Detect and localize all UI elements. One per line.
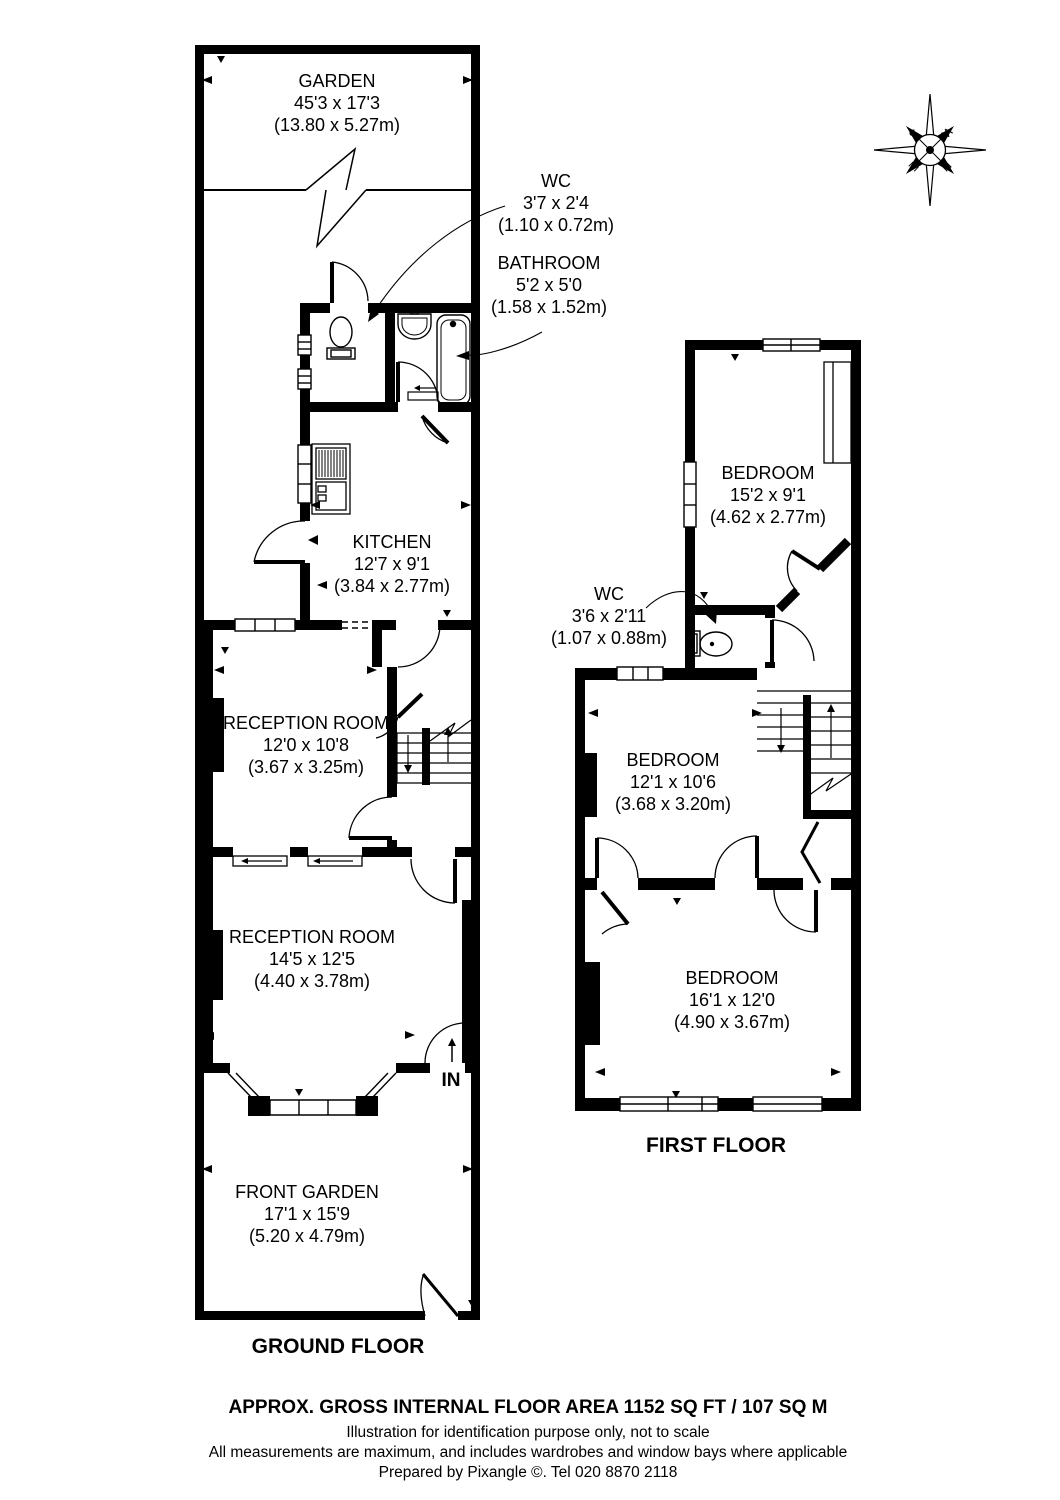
svg-text:BEDROOM: BEDROOM	[685, 968, 778, 988]
first-floor-plan: BEDROOM 15'2 x 9'1 (4.62 x 2.77m) WC 3'6…	[551, 338, 861, 1157]
first-floor-windows	[616, 338, 823, 1112]
bedroom2-label: BEDROOM 12'1 x 10'6 (3.68 x 3.20m)	[615, 750, 731, 814]
footer-area-line: APPROX. GROSS INTERNAL FLOOR AREA 1152 S…	[229, 1397, 828, 1418]
svg-text:14'5 x 12'5: 14'5 x 12'5	[269, 949, 355, 969]
sink-icon	[397, 308, 432, 340]
garden-fence	[204, 147, 471, 249]
bedroom1-label: BEDROOM 15'2 x 9'1 (4.62 x 2.77m)	[710, 463, 826, 527]
first-floor-walls	[575, 340, 861, 1111]
svg-text:(1.07 x 0.88m): (1.07 x 0.88m)	[551, 628, 667, 648]
annotation-leaders-ground	[368, 205, 543, 360]
footer: APPROX. GROSS INTERNAL FLOOR AREA 1152 S…	[209, 1397, 847, 1481]
dashed-opening	[342, 621, 372, 629]
svg-text:BEDROOM: BEDROOM	[721, 463, 814, 483]
sink-unit-icon	[315, 481, 347, 511]
annotation-leader-first	[645, 591, 717, 624]
svg-text:3'7 x 2'4: 3'7 x 2'4	[523, 193, 589, 213]
stairs-break-icon	[429, 719, 472, 742]
svg-text:RECEPTION ROOM: RECEPTION ROOM	[229, 927, 395, 947]
svg-text:17'1 x 15'9: 17'1 x 15'9	[264, 1204, 350, 1224]
reception1-label: RECEPTION ROOM 12'0 x 10'8 (3.67 x 3.25m…	[223, 713, 389, 777]
svg-text:(3.84 x 2.77m): (3.84 x 2.77m)	[334, 576, 450, 596]
footer-prepared-by: Prepared by Pixangle ©. Tel 020 8870 211…	[379, 1464, 678, 1481]
entrance-arrow-icon	[448, 1038, 456, 1062]
first-floor-doors	[595, 619, 822, 935]
ground-floor-title: GROUND FLOOR	[252, 1335, 425, 1358]
toilet-icon-first	[685, 630, 733, 657]
ground-stairs	[396, 719, 472, 784]
svg-text:(4.62 x 2.77m): (4.62 x 2.77m)	[710, 507, 826, 527]
wardrobe-icon	[823, 361, 852, 464]
svg-text:(3.67 x 3.25m): (3.67 x 3.25m)	[248, 757, 364, 777]
footer-disclaimer1: Illustration for identification purpose …	[346, 1424, 709, 1441]
svg-text:45'3 x 17'3: 45'3 x 17'3	[294, 93, 380, 113]
folding-door	[800, 821, 822, 884]
ground-floor-plan: GARDEN 45'3 x 17'3 (13.80 x 5.27m) WC 3'…	[195, 45, 614, 1358]
bathroom-annotation: BATHROOM 5'2 x 5'0 (1.58 x 1.52m)	[491, 253, 607, 317]
front-garden-label: FRONT GARDEN 17'1 x 15'9 (5.20 x 4.79m)	[235, 1182, 379, 1246]
bedroom3-label: BEDROOM 16'1 x 12'0 (4.90 x 3.67m)	[674, 968, 790, 1032]
svg-text:(1.58 x 1.52m): (1.58 x 1.52m)	[491, 297, 607, 317]
svg-text:WC: WC	[594, 584, 624, 604]
svg-text:BEDROOM: BEDROOM	[626, 750, 719, 770]
reception-divider-panels	[232, 855, 363, 867]
garden-label: GARDEN 45'3 x 17'3 (13.80 x 5.27m)	[274, 71, 400, 135]
bedroom1-angled-door	[775, 537, 852, 613]
kitchen-label: KITCHEN 12'7 x 9'1 (3.84 x 2.77m)	[334, 532, 450, 596]
first-wc-annotation: WC 3'6 x 2'11 (1.07 x 0.88m)	[551, 584, 667, 648]
svg-text:(13.80 x 5.27m): (13.80 x 5.27m)	[274, 115, 400, 135]
compass-rose: N E S W	[873, 93, 987, 207]
fence-break-icon	[305, 147, 367, 249]
svg-text:RECEPTION ROOM: RECEPTION ROOM	[223, 713, 389, 733]
svg-text:12'0 x 10'8: 12'0 x 10'8	[263, 735, 349, 755]
svg-text:5'2 x 5'0: 5'2 x 5'0	[516, 275, 582, 295]
svg-text:GARDEN: GARDEN	[298, 71, 375, 91]
svg-text:(1.10 x 0.72m): (1.10 x 0.72m)	[498, 215, 614, 235]
bathtub-icon	[436, 314, 471, 406]
svg-text:(5.20 x 4.79m): (5.20 x 4.79m)	[249, 1226, 365, 1246]
ground-floor-walls	[195, 45, 480, 1320]
hob-icon	[315, 447, 347, 480]
reception2-label: RECEPTION ROOM 14'5 x 12'5 (4.40 x 3.78m…	[229, 927, 395, 991]
stairs-break-icon-first	[807, 773, 852, 797]
svg-text:BATHROOM: BATHROOM	[498, 253, 601, 273]
first-stairs	[757, 690, 852, 797]
footer-disclaimer2: All measurements are maximum, and includ…	[209, 1444, 847, 1461]
toilet-icon	[326, 316, 356, 360]
ground-floor-windows	[234, 334, 312, 632]
svg-text:3'6 x 2'11: 3'6 x 2'11	[572, 606, 647, 626]
wc-annotation: WC 3'7 x 2'4 (1.10 x 0.72m)	[498, 171, 614, 235]
ground-floor-doors	[253, 261, 467, 1317]
svg-text:(4.40 x 3.78m): (4.40 x 3.78m)	[254, 971, 370, 991]
gate-leaf	[421, 1273, 460, 1317]
svg-text:(3.68 x 3.20m): (3.68 x 3.20m)	[615, 794, 731, 814]
svg-text:12'7 x 9'1: 12'7 x 9'1	[354, 554, 430, 574]
svg-text:FRONT GARDEN: FRONT GARDEN	[235, 1182, 379, 1202]
svg-text:12'1 x 10'6: 12'1 x 10'6	[630, 772, 716, 792]
svg-text:16'1 x 12'0: 16'1 x 12'0	[689, 990, 775, 1010]
in-label: IN	[442, 1070, 461, 1091]
svg-text:15'2 x 9'1: 15'2 x 9'1	[730, 485, 806, 505]
bay-window	[227, 1072, 397, 1116]
first-floor-title: FIRST FLOOR	[646, 1134, 786, 1157]
svg-text:WC: WC	[541, 171, 571, 191]
svg-text:KITCHEN: KITCHEN	[352, 532, 431, 552]
kitchen-units	[311, 443, 351, 515]
svg-text:(4.90 x 3.67m): (4.90 x 3.67m)	[674, 1012, 790, 1032]
towel-rail-icon	[407, 385, 439, 401]
